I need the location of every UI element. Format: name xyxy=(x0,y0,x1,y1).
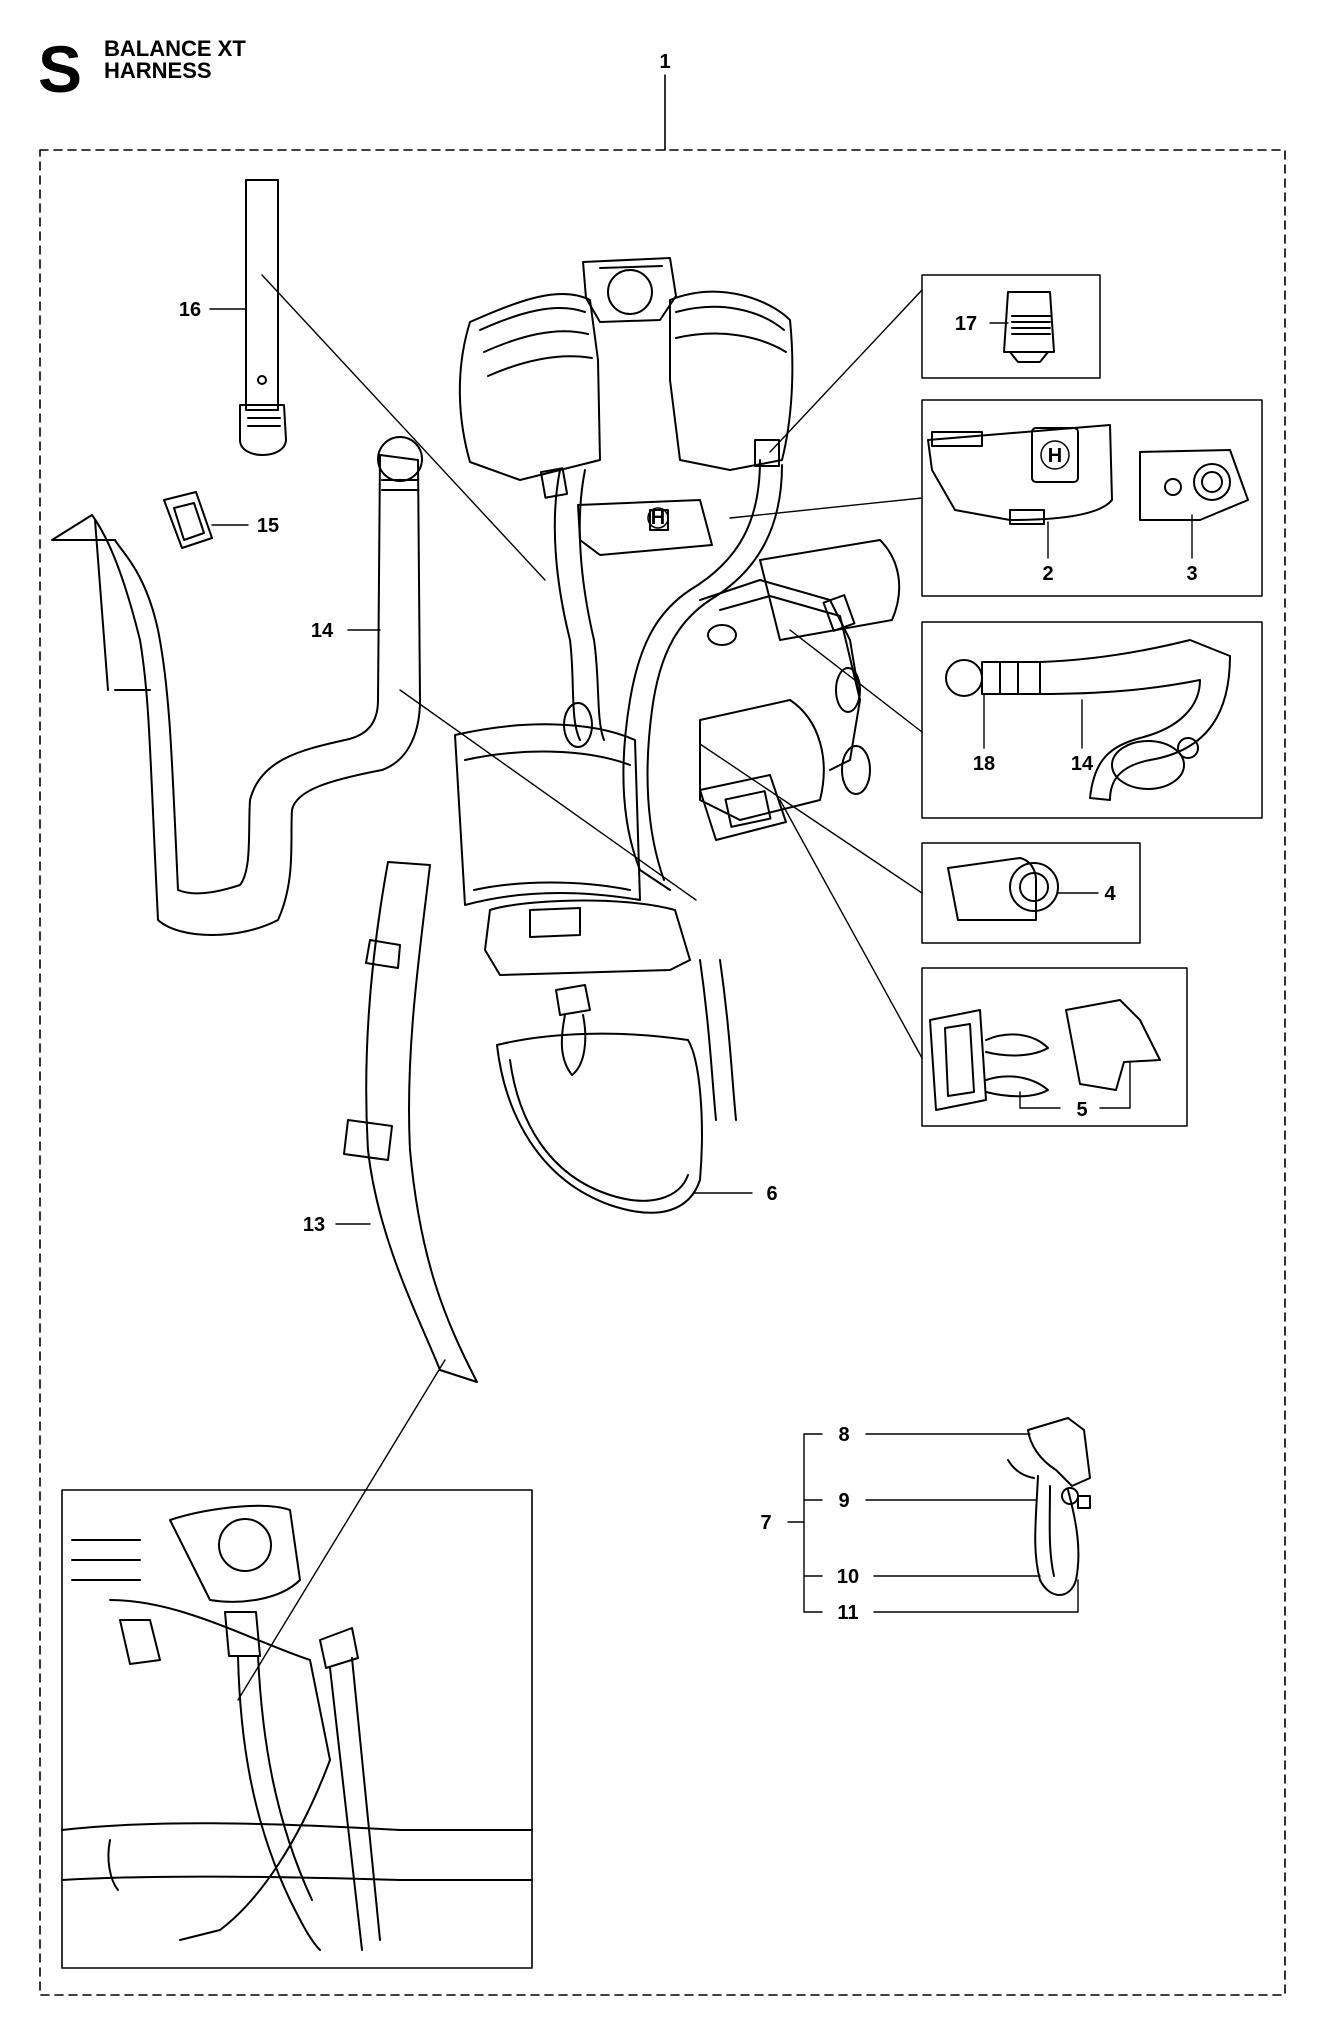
callout-3: 3 xyxy=(1186,563,1197,585)
leader-2-3-to-harness xyxy=(729,497,923,519)
inset-detail-box xyxy=(61,1489,533,1969)
harness-main-illustration xyxy=(454,257,901,1214)
callout-4: 4 xyxy=(1104,883,1116,905)
callout-18: 18 xyxy=(973,753,995,775)
callout-9: 9 xyxy=(838,1490,849,1512)
husqvarna-logo-icon: H xyxy=(1040,440,1070,470)
leader-14a-to-harness xyxy=(399,689,697,901)
assembly-frame xyxy=(39,149,1286,1996)
part-17-box xyxy=(921,274,1101,379)
part-5-box xyxy=(921,967,1188,1127)
callout-11: 11 xyxy=(837,1602,858,1624)
leader-18-14-to-harness xyxy=(789,629,923,733)
callout-13: 13 xyxy=(303,1214,325,1236)
part-7-hook-illustration xyxy=(1007,1417,1091,1596)
part-13-flat-strap-illustration xyxy=(343,861,478,1383)
part-16-strap-illustration xyxy=(239,179,287,456)
parts-18-14-box xyxy=(921,621,1263,819)
callout-15: 15 xyxy=(257,515,279,537)
part-15-slide-illustration xyxy=(163,491,213,549)
leader-16-to-harness xyxy=(261,274,546,581)
diagram-title: BALANCE XT HARNESS xyxy=(104,38,246,82)
callout-7: 7 xyxy=(760,1512,771,1534)
callout-10: 10 xyxy=(837,1566,859,1588)
callout-14-box: 14 xyxy=(1071,753,1094,775)
callout-2: 2 xyxy=(1042,563,1053,585)
leader-17-to-harness xyxy=(769,289,923,453)
callout-6: 6 xyxy=(766,1183,777,1205)
callout-labels: 1 2 3 4 5 6 7 8 9 10 11 13 14 14 15 16 1… xyxy=(179,51,1198,1624)
leader-5-to-harness xyxy=(779,799,923,1059)
leader-13-to-inset xyxy=(237,1359,446,1701)
callout-14-left: 14 xyxy=(311,620,334,642)
logo-mark-main: H xyxy=(651,507,665,529)
leader-lines xyxy=(209,274,1193,1701)
logo-mark-box: H xyxy=(1048,445,1062,467)
callout-16: 16 xyxy=(179,299,201,321)
title-line-2: HARNESS xyxy=(104,58,212,83)
husqvarna-logo-icon: H xyxy=(647,507,669,529)
part-14-long-strap-illustration xyxy=(51,436,423,936)
callout-1: 1 xyxy=(659,51,670,73)
leader-7-bracket xyxy=(787,1433,823,1613)
callout-8: 8 xyxy=(838,1424,849,1446)
callout-5: 5 xyxy=(1076,1099,1087,1121)
part-4-box xyxy=(921,842,1141,944)
section-letter: S xyxy=(38,32,83,106)
leader-11 xyxy=(873,1579,1079,1613)
parts-2-3-box xyxy=(921,399,1263,597)
leader-4-to-harness xyxy=(699,743,923,894)
callout-17: 17 xyxy=(955,313,977,335)
title-line-1: BALANCE XT xyxy=(104,36,246,61)
leader-5 xyxy=(1019,1061,1131,1109)
